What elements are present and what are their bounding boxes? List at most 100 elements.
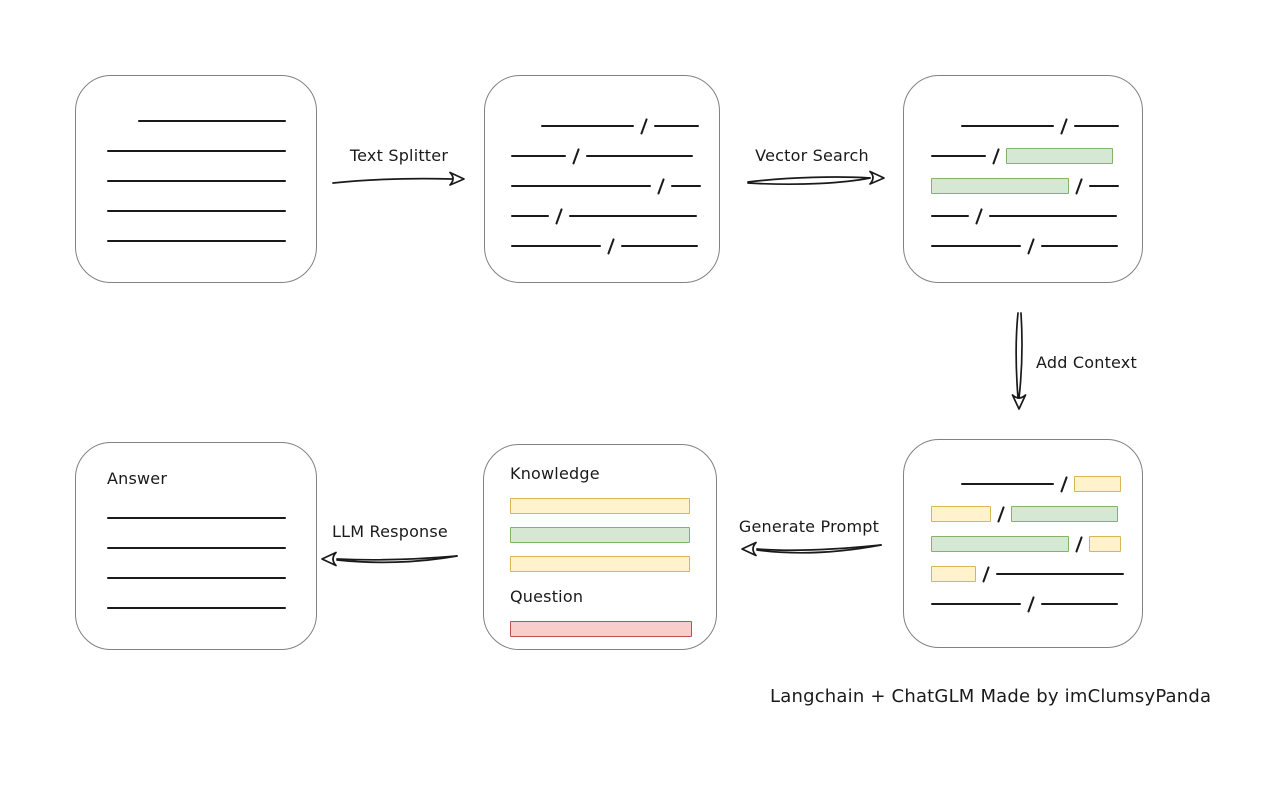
- add-context-label: Add Context: [1036, 353, 1137, 372]
- text-line-segment: [1089, 185, 1120, 187]
- sketch-row: [511, 111, 701, 141]
- text-line-segment: [671, 185, 702, 187]
- sketch-row: [511, 201, 701, 231]
- slash-separator: [1060, 117, 1069, 135]
- sketch-row: [931, 589, 1124, 619]
- sketch-row: [511, 141, 701, 171]
- text-line-segment: [989, 215, 1118, 217]
- llm-response-label: LLM Response: [332, 522, 448, 541]
- generate-prompt-arrow: [741, 541, 882, 557]
- slash-separator: [572, 147, 581, 165]
- text-line-segment: [931, 245, 1021, 247]
- text-splitter-label: Text Splitter: [349, 146, 449, 165]
- slash-separator: [555, 207, 564, 225]
- slash-separator: [1027, 237, 1036, 255]
- sketch-row: [931, 201, 1124, 231]
- text-line-segment: [1041, 603, 1119, 605]
- sketch-row: [107, 196, 290, 226]
- sketch-row: [107, 106, 290, 136]
- text-line-segment: [511, 215, 549, 217]
- slash-separator: [640, 117, 649, 135]
- sketch-row: [931, 529, 1124, 559]
- box-heading: Knowledge: [510, 463, 600, 483]
- sketch-row: [107, 166, 290, 196]
- sketch-row: [931, 231, 1124, 261]
- sketch-row: [107, 226, 290, 256]
- text-splitter-arrow: [332, 171, 465, 186]
- matched-chunk-highlight: [510, 526, 690, 543]
- sketch-row: [510, 549, 698, 578]
- slash-separator: [997, 505, 1006, 523]
- text-line-segment: [931, 603, 1021, 605]
- split-chunks-box: [484, 75, 720, 283]
- sketch-row: [107, 503, 290, 533]
- context-chunk-highlight: [1089, 536, 1122, 552]
- text-line-segment: [107, 607, 286, 609]
- slash-separator: [992, 147, 1001, 165]
- context-chunk-highlight: [510, 497, 690, 514]
- text-line-segment: [107, 240, 286, 242]
- slash-separator: [657, 177, 666, 195]
- text-line-segment: [107, 180, 286, 182]
- text-line-segment: [511, 185, 651, 187]
- text-line-segment: [961, 483, 1054, 485]
- source-document-box: [75, 75, 317, 283]
- box-heading: Answer: [107, 468, 168, 488]
- vector-search-arrow: [747, 170, 885, 186]
- text-line-segment: [107, 577, 286, 579]
- matched-chunk-highlight: [1006, 148, 1114, 164]
- text-line-segment: [511, 155, 566, 157]
- text-line-segment: [541, 125, 634, 127]
- text-line-segment: [511, 245, 601, 247]
- question-highlight: [510, 620, 692, 637]
- answer-box: Answer: [75, 442, 317, 650]
- text-line-segment: [586, 155, 694, 157]
- sketch-row: [931, 469, 1124, 499]
- sketch-row: [931, 111, 1124, 141]
- slash-separator: [1027, 595, 1036, 613]
- sketch-row: [511, 231, 701, 261]
- text-line-segment: [961, 125, 1054, 127]
- sketch-row: [107, 563, 290, 593]
- text-line-segment: [107, 210, 286, 212]
- sketch-row: [510, 491, 698, 520]
- context-chunk-highlight: [931, 566, 976, 582]
- slash-separator: [1075, 177, 1084, 195]
- text-line-segment: [1041, 245, 1119, 247]
- text-line-segment: [621, 245, 699, 247]
- slash-separator: [982, 565, 991, 583]
- text-line-segment: [654, 125, 700, 127]
- text-line-segment: [107, 150, 286, 152]
- footer-credit: Langchain + ChatGLM Made by imClumsyPand…: [770, 686, 1212, 707]
- sketch-row: [931, 559, 1125, 589]
- matched-chunk-highlight: [931, 178, 1069, 194]
- sketch-row: [510, 520, 698, 549]
- text-line-segment: [107, 517, 286, 519]
- matched-chunk-highlight: [931, 536, 1069, 552]
- text-line-segment: [931, 215, 969, 217]
- text-line-segment: [107, 547, 286, 549]
- sketch-row: [107, 593, 290, 623]
- text-line-segment: [569, 215, 698, 217]
- vector-search-label: Vector Search: [755, 146, 869, 165]
- context-chunk-highlight: [931, 506, 991, 522]
- box-heading: Question: [510, 586, 584, 606]
- sketch-row: [107, 533, 290, 563]
- slash-separator: [1060, 475, 1069, 493]
- sketch-row: [931, 499, 1124, 529]
- text-line-segment: [931, 155, 986, 157]
- sketch-row: [931, 171, 1124, 201]
- context-chunk-highlight: [510, 555, 690, 572]
- slash-separator: [975, 207, 984, 225]
- add-context-arrow: [1011, 312, 1027, 410]
- llm-response-arrow: [321, 551, 458, 567]
- slash-separator: [1075, 535, 1084, 553]
- text-line-segment: [996, 573, 1125, 575]
- sketch-row: [511, 171, 702, 201]
- matched-chunk-highlight: [1011, 506, 1119, 522]
- matched-chunks-box: [903, 75, 1143, 283]
- generate-prompt-label: Generate Prompt: [738, 517, 880, 536]
- sketch-row: [510, 614, 698, 643]
- context-chunks-box: [903, 439, 1143, 648]
